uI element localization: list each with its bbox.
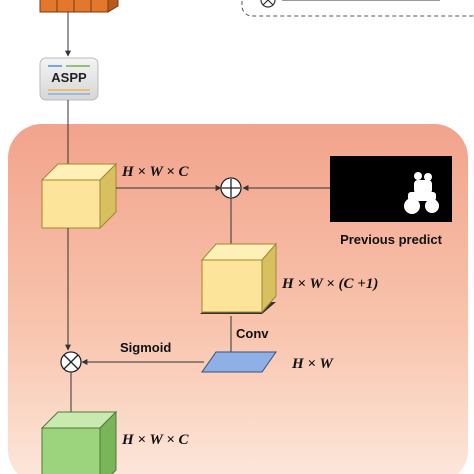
output-feature-cube: [40, 410, 118, 474]
concat-feature-dims: H × W × (C +1): [281, 276, 378, 292]
attention-map-plane: [201, 351, 277, 373]
sigmoid-label: Sigmoid: [120, 340, 171, 355]
previous-predict-label: Previous predict: [340, 232, 443, 247]
circle-plus-icon: [220, 177, 242, 199]
motorbike-silhouette-icon: [404, 172, 439, 214]
aspp-block: ASPP: [39, 57, 99, 101]
aspp-label: ASPP: [51, 70, 87, 85]
circle-times-icon: [260, 0, 276, 8]
feature-cube: [40, 162, 118, 230]
attention-map-dims: H × W: [291, 356, 334, 372]
previous-predict-image: [330, 156, 452, 222]
concat-feature-cube: [200, 242, 278, 314]
conv-label: Conv: [236, 326, 269, 341]
input-feature-tensor: [39, 0, 119, 13]
circle-times-icon: [60, 351, 82, 373]
legend-box: [241, 0, 474, 17]
output-feature-dims: H × W × C: [121, 432, 190, 448]
top-feature-dims: H × W × C: [121, 164, 190, 180]
